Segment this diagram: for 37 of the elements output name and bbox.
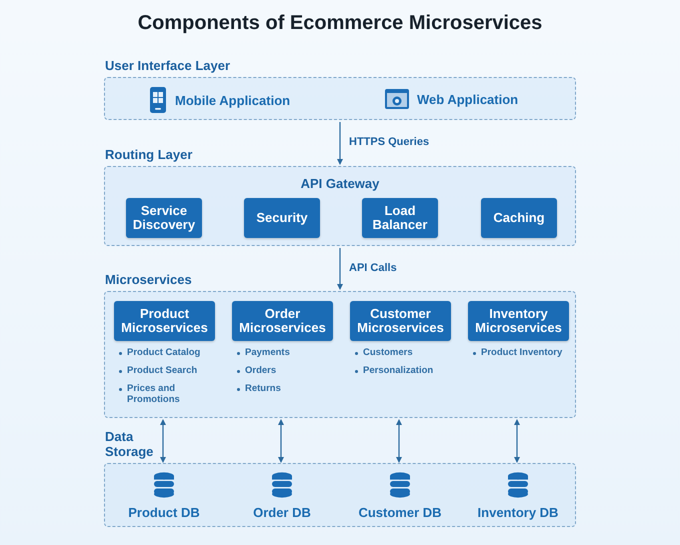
bullet-item: Returns: [236, 384, 333, 395]
bullet-item: Payments: [236, 348, 333, 359]
arrow: [396, 419, 402, 463]
group-heading: API Gateway: [300, 176, 380, 191]
bullet-item: Personalization: [354, 366, 451, 377]
database-label: Product DB: [128, 505, 200, 520]
bullet-item: Product Catalog: [118, 348, 215, 359]
database-label: Order DB: [253, 505, 311, 520]
layer-heading: Routing Layer: [105, 148, 192, 163]
component-box: Service Discovery: [126, 198, 202, 238]
database-label: Customer DB: [358, 505, 442, 520]
database-label: Inventory DB: [478, 505, 558, 520]
layer-heading: Data Storage: [105, 430, 154, 460]
app-label: Web Application: [417, 92, 518, 106]
component-box: Product Microservices: [114, 301, 215, 341]
component-box: Inventory Microservices: [468, 301, 569, 341]
edge-label: API Calls: [349, 262, 397, 274]
arrow: [337, 122, 343, 165]
arrow: [337, 248, 343, 290]
bullet-item: Orders: [236, 366, 333, 377]
diagram-title: Components of Ecommerce Microservices: [136, 12, 544, 35]
arrow: [278, 419, 284, 463]
component-box: Order Microservices: [232, 301, 333, 341]
bullet-item: Prices and Promotions: [118, 384, 215, 406]
component-box: Load Balancer: [362, 198, 438, 238]
bullet-item: Customers: [354, 348, 451, 359]
component-box: Customer Microservices: [350, 301, 451, 341]
arrow: [514, 419, 520, 463]
arrow: [160, 419, 166, 463]
edge-label: HTTPS Queries: [349, 136, 430, 148]
component-box: Caching: [481, 198, 557, 238]
bullet-item: Product Search: [118, 366, 215, 377]
app-label: Mobile Application: [175, 92, 290, 108]
layer-heading: User Interface Layer: [105, 59, 230, 74]
bullet-item: Product Inventory: [472, 348, 569, 359]
layer-heading: Microservices: [105, 273, 192, 288]
component-box: Security: [244, 198, 320, 238]
